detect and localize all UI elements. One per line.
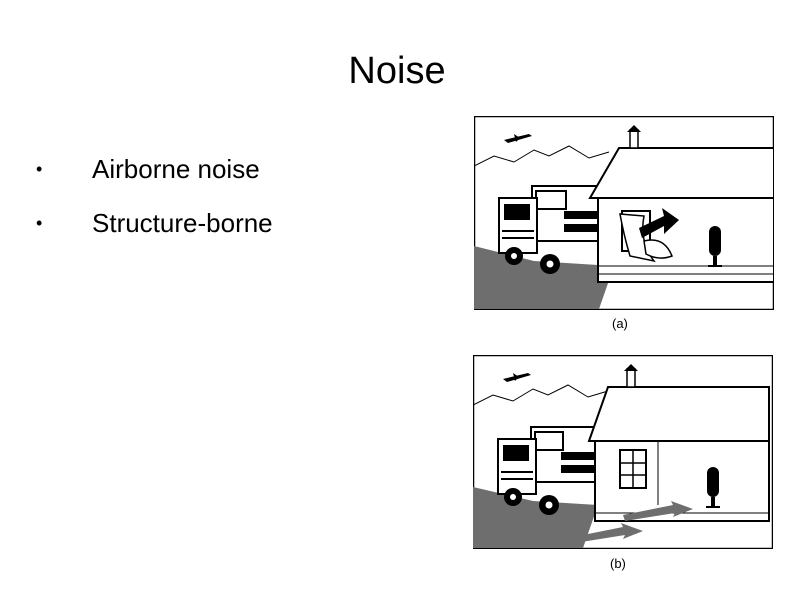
microphone-icon (708, 226, 722, 267)
bullet-item: • Airborne noise (36, 142, 273, 196)
microphone-icon (706, 467, 720, 508)
bullet-list: • Airborne noise • Structure-borne (36, 142, 273, 250)
figure-caption: (a) (612, 316, 628, 331)
bullet-item: • Structure-borne (36, 196, 273, 250)
bullet-text: Airborne noise (92, 153, 260, 184)
house-icon (588, 125, 774, 283)
bullet-text: Structure-borne (92, 207, 273, 238)
structure-borne-noise-illustration (473, 355, 773, 549)
figure-structure-borne-noise (473, 355, 773, 549)
airplane-icon (503, 373, 531, 382)
airborne-noise-illustration (474, 116, 774, 310)
bullet-marker: • (36, 158, 43, 179)
truck-icon (497, 426, 602, 515)
figure-caption: (b) (610, 556, 626, 571)
vibration-arrow-icon (573, 501, 693, 543)
house-icon (587, 364, 770, 522)
airplane-icon (504, 134, 532, 143)
bullet-marker: • (36, 212, 43, 233)
slide-title: Noise (348, 50, 446, 92)
figure-airborne-noise (474, 116, 774, 310)
